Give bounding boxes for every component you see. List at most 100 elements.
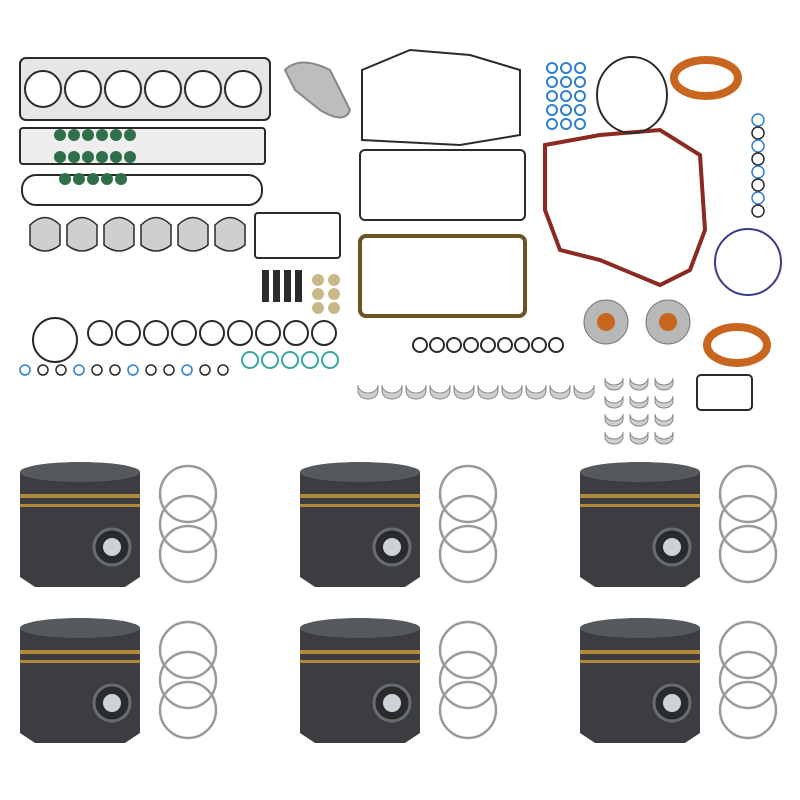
oring-blue bbox=[560, 76, 572, 88]
wrist-pin bbox=[383, 538, 401, 556]
nut bbox=[328, 288, 340, 300]
rocker-gasket bbox=[21, 174, 263, 206]
piston-ring-groove bbox=[580, 504, 700, 507]
oring-blue bbox=[560, 90, 572, 102]
piston-crown bbox=[580, 462, 700, 482]
rod-bearing bbox=[604, 431, 624, 445]
valve-stem-seal bbox=[124, 151, 136, 163]
oring-blue bbox=[560, 118, 572, 130]
nut bbox=[312, 274, 324, 286]
piston-ring bbox=[438, 464, 498, 524]
stud bbox=[273, 270, 280, 302]
piston-assembly bbox=[20, 462, 218, 587]
small-oring bbox=[91, 364, 103, 376]
oring bbox=[463, 337, 479, 353]
oring bbox=[531, 337, 547, 353]
valve-cover-seal bbox=[283, 61, 352, 119]
piston-ring bbox=[718, 650, 778, 710]
piston-assembly bbox=[300, 462, 498, 587]
oring bbox=[412, 337, 428, 353]
oring bbox=[32, 317, 78, 363]
rod-bearing bbox=[604, 377, 624, 391]
small-oring bbox=[145, 364, 157, 376]
exhaust-manifold-gasket bbox=[66, 216, 98, 252]
oring bbox=[281, 351, 299, 369]
oring bbox=[255, 320, 281, 346]
piston-assembly bbox=[300, 618, 498, 743]
piston-ring-groove bbox=[20, 494, 140, 498]
piston-ring-groove bbox=[300, 504, 420, 507]
valve-stem-seal bbox=[96, 151, 108, 163]
valve-stem-seal bbox=[96, 129, 108, 141]
rod-bearing bbox=[604, 413, 624, 427]
exhaust-manifold-gasket bbox=[214, 216, 246, 252]
nut bbox=[328, 274, 340, 286]
piston-ring bbox=[718, 464, 778, 524]
valve-stem-seal bbox=[115, 173, 127, 185]
valve-stem-seal bbox=[82, 129, 94, 141]
piston-ring bbox=[718, 680, 778, 740]
oring bbox=[227, 320, 253, 346]
valve-stem-seal bbox=[87, 173, 99, 185]
piston-ring-groove bbox=[580, 650, 700, 654]
oring bbox=[87, 320, 113, 346]
nut bbox=[312, 302, 324, 314]
cylinder-bore bbox=[144, 70, 182, 108]
piston-ring-groove bbox=[20, 504, 140, 507]
valve-stem-seal bbox=[73, 173, 85, 185]
small-oring bbox=[19, 364, 31, 376]
small-oring bbox=[37, 364, 49, 376]
piston-ring bbox=[718, 620, 778, 680]
oring bbox=[321, 351, 339, 369]
oring bbox=[751, 113, 765, 127]
wrist-pin bbox=[383, 694, 401, 712]
piston-ring-groove bbox=[20, 660, 140, 663]
oring bbox=[480, 337, 496, 353]
piston-ring bbox=[438, 524, 498, 584]
wrist-pin bbox=[103, 694, 121, 712]
exhaust-manifold-gasket bbox=[177, 216, 209, 252]
piston-ring bbox=[438, 680, 498, 740]
intake-gasket bbox=[19, 127, 266, 165]
rod-bearing bbox=[629, 395, 649, 409]
valve-stem-seal bbox=[68, 129, 80, 141]
rod-bearing bbox=[629, 377, 649, 391]
small-oring bbox=[73, 364, 85, 376]
piston-crown bbox=[300, 462, 420, 482]
oring-blue bbox=[546, 118, 558, 130]
valve-stem-seal bbox=[54, 151, 66, 163]
small-oring bbox=[109, 364, 121, 376]
timing-cover-gasket bbox=[543, 127, 708, 288]
exhaust-manifold-gasket bbox=[29, 216, 61, 252]
cylinder-bore bbox=[24, 70, 62, 108]
small-oring bbox=[181, 364, 193, 376]
oring-blue bbox=[546, 62, 558, 74]
main-bearing bbox=[549, 384, 571, 400]
thermostat-center bbox=[659, 313, 677, 331]
piston-crown bbox=[580, 618, 700, 638]
piston-ring bbox=[158, 680, 218, 740]
wrist-pin bbox=[103, 538, 121, 556]
oring bbox=[199, 320, 225, 346]
piston-ring bbox=[158, 650, 218, 710]
piston-ring bbox=[438, 620, 498, 680]
piston-ring-groove bbox=[300, 494, 420, 498]
main-bearing bbox=[525, 384, 547, 400]
oring bbox=[446, 337, 462, 353]
rear-seal bbox=[670, 56, 742, 100]
oring-blue bbox=[574, 90, 586, 102]
oring bbox=[751, 204, 765, 218]
water-pump-gasket bbox=[596, 56, 668, 134]
oring bbox=[751, 139, 765, 153]
valve-stem-seal bbox=[110, 129, 122, 141]
piston-ring bbox=[438, 494, 498, 554]
oring-blue bbox=[546, 90, 558, 102]
small-oring bbox=[163, 364, 175, 376]
oring bbox=[751, 178, 765, 192]
piston-assembly bbox=[580, 618, 778, 743]
valve-stem-seal bbox=[110, 151, 122, 163]
thermostat-center bbox=[597, 313, 615, 331]
oring bbox=[311, 320, 337, 346]
cylinder-bore bbox=[184, 70, 222, 108]
piston-ring bbox=[158, 620, 218, 680]
